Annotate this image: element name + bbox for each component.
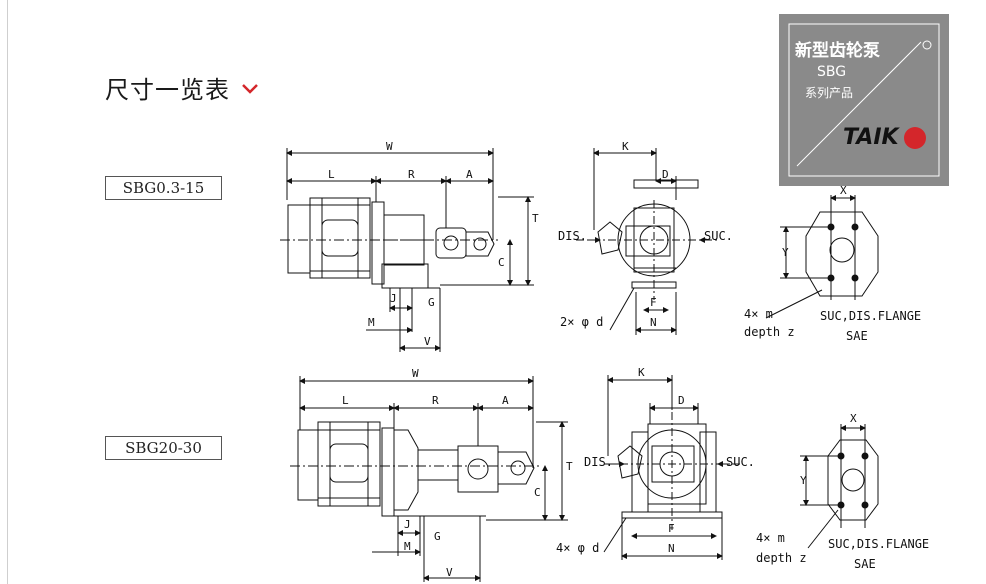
front-view-top — [576, 148, 720, 335]
sae-top: SAE — [846, 329, 868, 343]
dim-y: Y — [782, 246, 789, 259]
dim-j-2: J — [404, 518, 411, 531]
chevron-down-icon — [242, 83, 258, 94]
flange-view-top — [765, 195, 879, 319]
dim-w-2: W — [412, 367, 419, 380]
section-heading[interactable]: 尺寸一览表 — [105, 70, 260, 105]
dim-d: D — [662, 168, 669, 181]
dim-m-2: M — [404, 540, 411, 553]
dim-v: V — [424, 335, 431, 348]
side-view-top — [280, 148, 534, 352]
flange-label-bottom: SUC,DIS.FLANGE — [828, 537, 929, 551]
dim-v-2: V — [446, 566, 453, 579]
dim-k: K — [622, 140, 629, 153]
model-label-sbg0-3-15: SBG0.3-15 — [105, 176, 222, 200]
flange-holes-bottom: 4× m — [756, 531, 785, 545]
dim-g-2: G — [434, 530, 441, 543]
flange-label-top: SUC,DIS.FLANGE — [820, 309, 921, 323]
model-label-sbg20-30: SBG20-30 — [105, 436, 222, 460]
dim-t-2: T — [566, 460, 573, 473]
flange-holes-top: 4× m — [744, 307, 773, 321]
dim-r-2: R — [432, 394, 439, 407]
dim-g: G — [428, 296, 435, 309]
dim-l-2: L — [342, 394, 349, 407]
dim-r: R — [408, 168, 415, 181]
section-title-text: 尺寸一览表 — [105, 76, 230, 104]
holes-label-bottom: 4× φ d — [556, 541, 599, 555]
sae-bottom: SAE — [854, 557, 876, 571]
badge-subtitle: 系列产品 — [805, 86, 854, 100]
product-series-badge: 新型齿轮泵 SBG 系列产品 TAIK — [779, 14, 949, 186]
dim-w: W — [386, 140, 393, 153]
dis-label-2: DIS. — [584, 455, 613, 469]
badge-title: 新型齿轮泵 — [795, 41, 880, 61]
side-view-bottom — [290, 376, 568, 582]
left-border-line — [7, 0, 8, 584]
suc-label: SUC. — [704, 229, 733, 243]
dim-c-2: C — [534, 486, 541, 499]
dimension-labels: W L R A T C J G M V K D F N X Y DIS. SUC… — [328, 140, 929, 579]
suc-label-2: SUC. — [726, 455, 755, 469]
dim-f: F — [650, 296, 657, 309]
dim-l: L — [328, 168, 335, 181]
dim-k-2: K — [638, 366, 645, 379]
dim-y-2: Y — [800, 474, 807, 487]
brand-logo: TAIK — [843, 125, 899, 150]
dim-x-2: X — [850, 412, 857, 425]
badge-frame — [788, 23, 940, 177]
dim-f-2: F — [668, 522, 675, 535]
flange-view-bottom — [800, 424, 879, 549]
dim-a-2: A — [502, 394, 509, 407]
front-view-bottom — [603, 375, 740, 560]
dim-c: C — [498, 256, 505, 269]
holes-label-top: 2× φ d — [560, 315, 603, 329]
dim-n-2: N — [668, 542, 675, 555]
badge-series: SBG — [817, 64, 847, 80]
dim-d-2: D — [678, 394, 685, 407]
dim-n: N — [650, 316, 657, 329]
dim-m: M — [368, 316, 375, 329]
depth-top: depth z — [744, 325, 795, 339]
depth-bottom: depth z — [756, 551, 807, 565]
dis-label: DIS. — [558, 229, 587, 243]
dim-t: T — [532, 212, 539, 225]
dim-j: J — [390, 292, 397, 305]
dim-a: A — [466, 168, 473, 181]
